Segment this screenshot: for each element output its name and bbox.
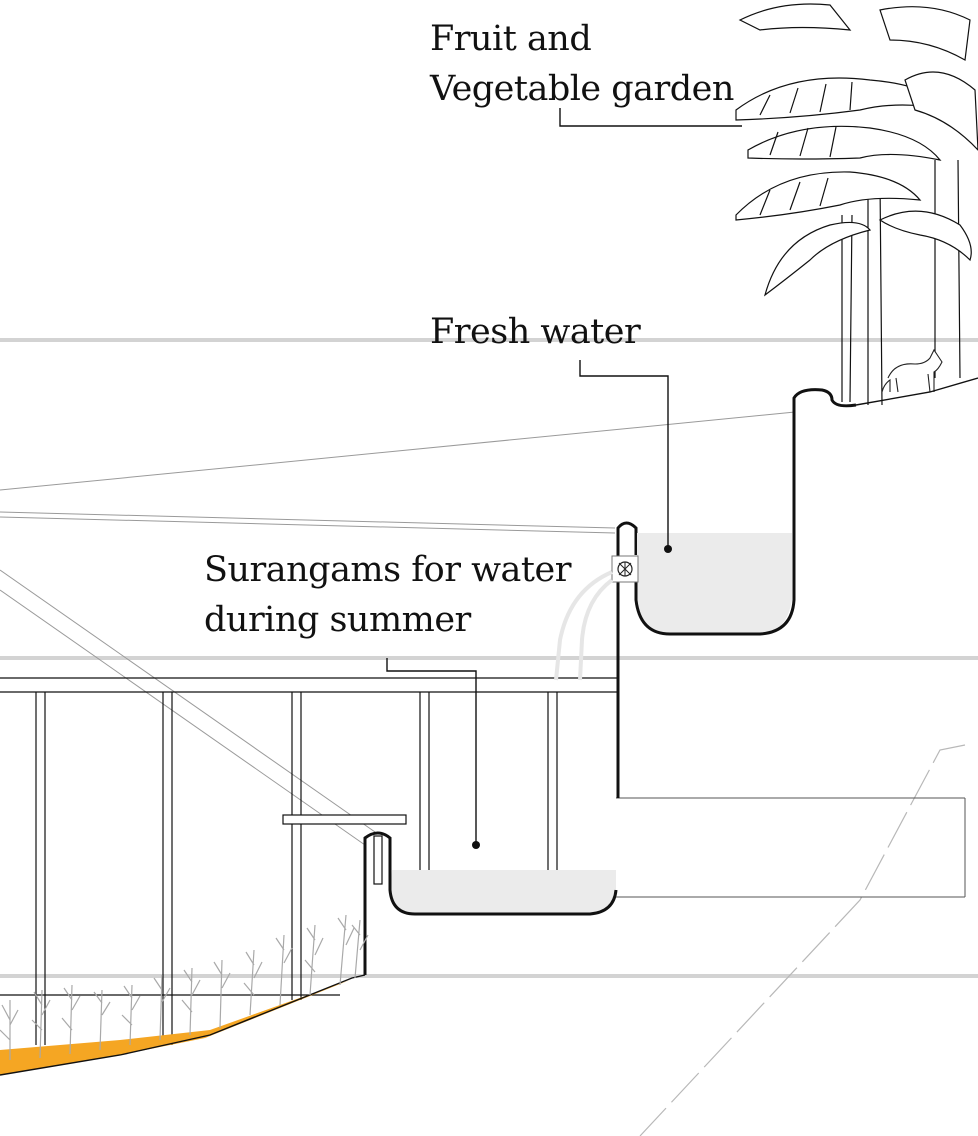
perspective-lines (0, 411, 796, 846)
surangams-label: Surangams for water during summer (204, 545, 571, 645)
fresh-water-label-text: Fresh water (430, 312, 641, 352)
fruit-garden-label-line1: Fruit and (430, 19, 592, 59)
lower-tank-water (390, 870, 616, 915)
shelter-frame (0, 677, 618, 1045)
animal-icon (881, 348, 943, 393)
outlet-pipes (554, 570, 614, 681)
garden-ground (855, 377, 978, 406)
outlet-channel (616, 797, 966, 898)
lower-tank-outline (363, 831, 618, 975)
surangams-label-line1: Surangams for water (204, 550, 571, 590)
fresh-water-label: Fresh water (430, 307, 641, 357)
upper-tank-water (637, 533, 792, 634)
leader-dots (472, 545, 672, 849)
pipe-stand (282, 814, 407, 885)
fruit-garden-label-line2: Vegetable garden (430, 69, 734, 109)
valve-icon (611, 555, 639, 583)
supply-pipe (616, 521, 638, 798)
fruit-garden-label: Fruit and Vegetable garden (430, 14, 734, 114)
ground-line (0, 974, 366, 1076)
upper-tank-outline (634, 388, 857, 636)
garden-trees (735, 3, 978, 406)
surangams-label-line2: during summer (204, 600, 471, 640)
soil-layer (0, 980, 350, 1075)
leader-lines (386, 108, 742, 845)
grass-tufts (0, 914, 369, 1060)
dashed-slope-line (639, 744, 966, 1136)
